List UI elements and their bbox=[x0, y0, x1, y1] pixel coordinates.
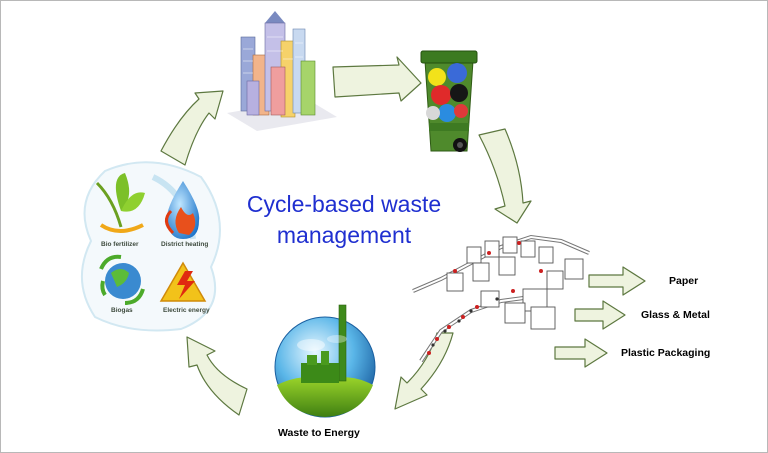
output-arrow-plastic bbox=[554, 338, 608, 368]
output-label-paper: Paper bbox=[669, 275, 699, 287]
biogas-icon bbox=[99, 254, 145, 305]
sorting-facility-illustration bbox=[412, 234, 590, 363]
energy-cycle-illustration bbox=[81, 161, 221, 332]
bio-fertilizer-label: Bio fertilizer bbox=[101, 241, 139, 248]
cycle-arrow-city-to-bin bbox=[332, 56, 422, 102]
waste-to-energy-label: Waste to Energy bbox=[278, 427, 360, 439]
waste-to-energy-illustration bbox=[274, 304, 376, 418]
electric-energy-icon bbox=[159, 261, 207, 302]
output-arrow-glass-metal bbox=[574, 300, 626, 330]
cycle-arrow-sorting-to-energy bbox=[394, 332, 454, 410]
output-label-glass-metal: Glass & Metal bbox=[641, 309, 710, 321]
waste-bin-illustration bbox=[420, 50, 478, 152]
output-arrow-paper bbox=[588, 266, 646, 296]
district-heating-label: District heating bbox=[161, 241, 209, 248]
title-line-2: management bbox=[276, 222, 412, 248]
city-buildings-illustration bbox=[227, 11, 337, 131]
cycle-arrow-energy-to-cycle bbox=[186, 336, 248, 416]
district-heating-icon bbox=[165, 181, 200, 239]
cycle-arrow-cycle-to-city bbox=[160, 90, 224, 166]
cycle-arrow-bin-to-sorting bbox=[478, 128, 532, 224]
biogas-label: Biogas bbox=[111, 307, 133, 314]
output-label-plastic-packaging: Plastic Packaging bbox=[621, 347, 711, 359]
diagram-title: Cycle-based waste management bbox=[229, 189, 459, 251]
bio-fertilizer-icon bbox=[95, 173, 145, 233]
electric-energy-label: Electric energy bbox=[163, 307, 210, 314]
title-line-1: Cycle-based waste bbox=[246, 191, 442, 217]
